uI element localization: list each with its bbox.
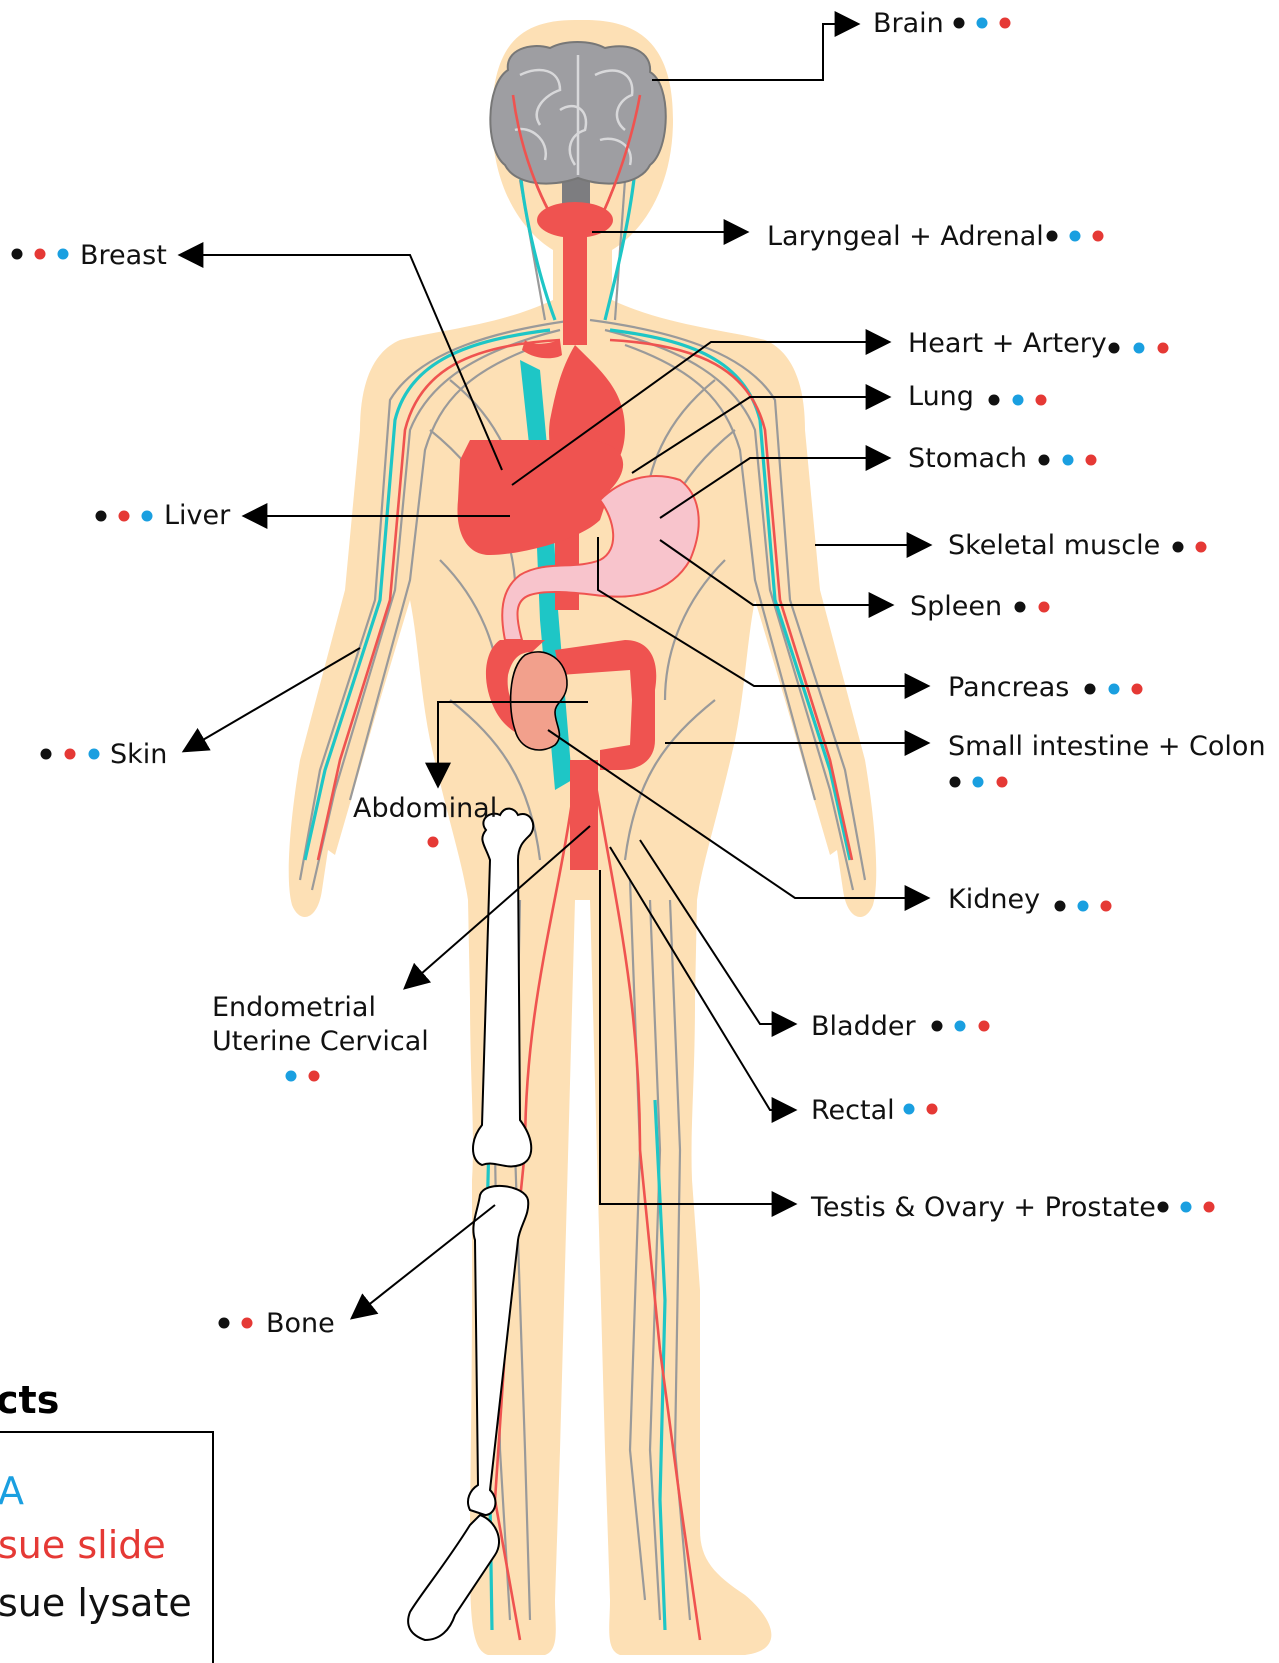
legend: cts A sue slide sue lysate	[0, 1378, 213, 1663]
kidney-organ	[511, 652, 567, 750]
legend-item-black: sue lysate	[0, 1581, 192, 1625]
label-small-intestine-colon: Small intestine + Colon	[948, 731, 1266, 762]
label-uterine-cervical: Uterine Cervical	[212, 1026, 429, 1057]
label-testis-ovary-prostate: Testis & Ovary + Prostate	[810, 1192, 1156, 1223]
label-skin: Skin	[110, 739, 167, 770]
dots-small-intestine	[950, 777, 1008, 788]
label-stomach: Stomach	[908, 443, 1027, 474]
label-bone: Bone	[266, 1308, 335, 1339]
label-endometrial: Endometrial	[212, 992, 376, 1023]
label-brain: Brain	[873, 8, 944, 39]
dots-breast	[12, 249, 69, 260]
dots-pancreas	[1085, 684, 1143, 695]
dots-stomach	[1039, 455, 1097, 466]
dots-bone	[219, 1318, 253, 1329]
dots-spleen	[1015, 602, 1050, 613]
label-pancreas: Pancreas	[948, 672, 1069, 703]
label-lung: Lung	[908, 381, 974, 412]
label-laryngeal-adrenal: Laryngeal + Adrenal	[767, 221, 1044, 252]
dots-endometrial	[286, 1071, 320, 1082]
legend-item-blue: A	[0, 1469, 24, 1513]
dots-abdominal	[428, 837, 439, 848]
label-kidney: Kidney	[948, 884, 1040, 915]
label-spleen: Spleen	[910, 591, 1002, 622]
legend-item-red: sue slide	[0, 1523, 166, 1567]
dots-laryngeal	[1047, 231, 1104, 242]
label-liver: Liver	[164, 500, 231, 531]
legend-title: cts	[0, 1378, 59, 1422]
label-heart-artery: Heart + Artery	[908, 328, 1107, 359]
dots-lung	[989, 395, 1047, 406]
dots-heart	[1109, 343, 1169, 354]
label-breast: Breast	[80, 240, 167, 271]
dots-bladder	[932, 1021, 990, 1032]
label-rectal: Rectal	[811, 1095, 895, 1126]
label-bladder: Bladder	[811, 1011, 916, 1042]
dots-liver	[96, 511, 153, 522]
label-abdominal: Abdominal	[353, 793, 497, 824]
dots-kidney	[1055, 901, 1112, 912]
dots-testis	[1158, 1202, 1215, 1213]
dots-brain	[954, 18, 1011, 29]
lower-aorta	[570, 760, 598, 870]
dots-skeletal	[1173, 542, 1207, 553]
dots-skin	[41, 749, 100, 760]
label-skeletal-muscle: Skeletal muscle	[948, 530, 1160, 561]
dots-rectal	[904, 1104, 938, 1115]
